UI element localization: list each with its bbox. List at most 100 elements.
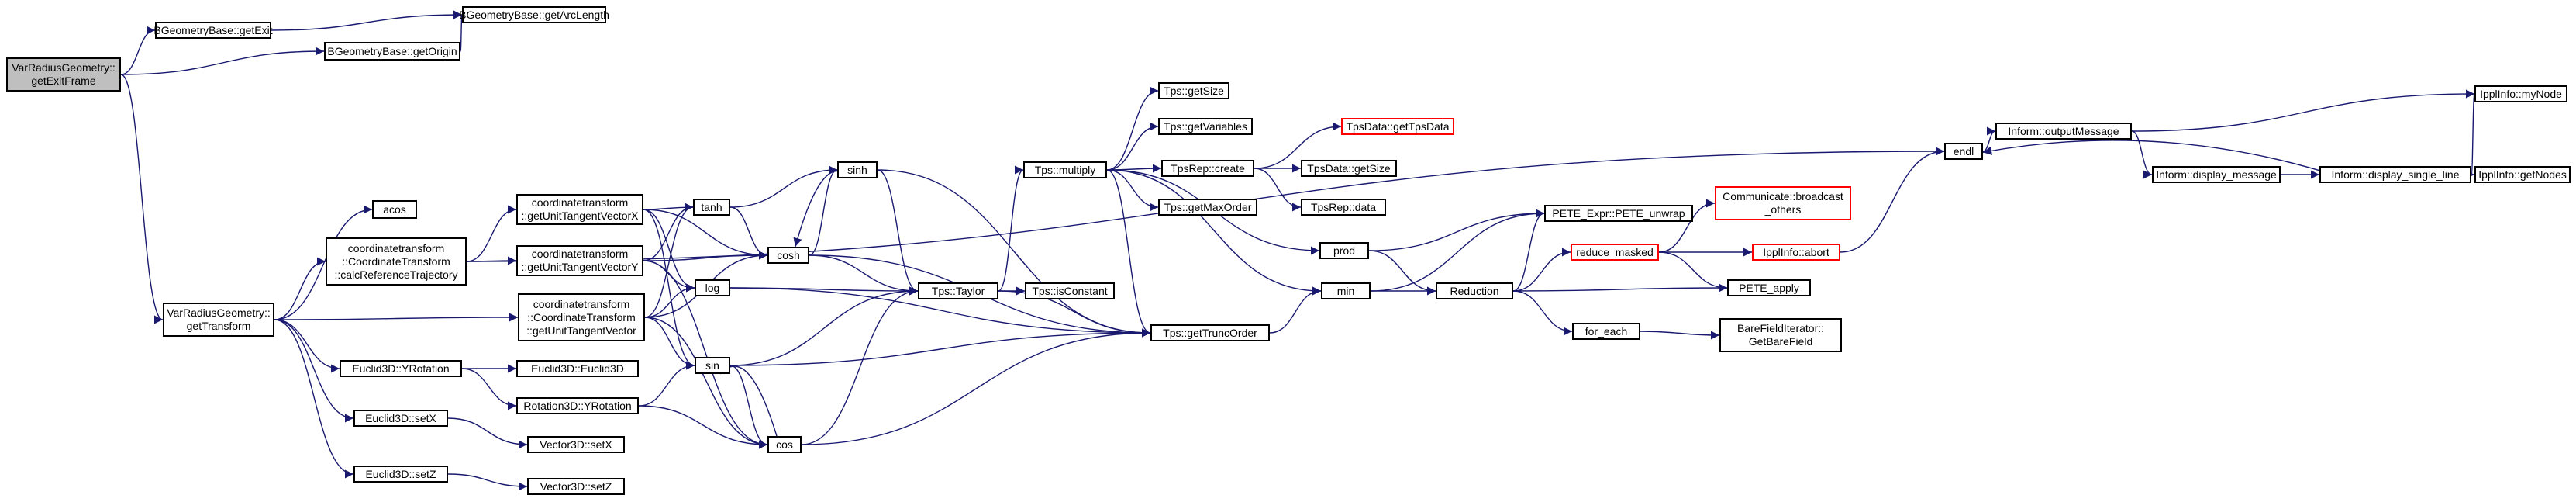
- node-root[interactable]: VarRadiusGeometry:: getExitFrame: [6, 57, 121, 92]
- call-edge: [1512, 209, 1545, 292]
- node-calcRef[interactable]: coordinatetransform ::CoordinateTransfor…: [326, 237, 467, 286]
- node-reduction[interactable]: Reduction: [1436, 282, 1513, 299]
- call-edge: [998, 165, 1024, 292]
- node-e3d-ctor[interactable]: Euclid3D::Euclid3D: [516, 360, 639, 377]
- call-edge: [801, 286, 919, 445]
- call-edge: [274, 257, 326, 320]
- call-edge: [1106, 169, 1322, 296]
- node-inform-single[interactable]: Inform::display_single_line: [2319, 166, 2471, 183]
- node-inform-out[interactable]: Inform::outputMessage: [1995, 123, 2132, 140]
- node-e3d-setZ[interactable]: Euclid3D::setZ: [353, 466, 448, 483]
- node-tpsdata-getTpsData[interactable]: TpsData::getTpsData: [1341, 118, 1454, 135]
- node-sin[interactable]: sin: [695, 357, 730, 374]
- node-bgb-getArc[interactable]: BGeometryBase::getArcLength: [459, 6, 609, 23]
- node-log[interactable]: log: [695, 279, 730, 296]
- call-edge: [998, 290, 1151, 338]
- node-tps-isConst[interactable]: Tps::isConstant: [1025, 282, 1115, 299]
- call-edge: [729, 286, 919, 366]
- call-edge: [447, 473, 528, 491]
- call-edge: [643, 251, 768, 261]
- node-tps-getMaxOrder[interactable]: Tps::getMaxOrder: [1158, 199, 1257, 216]
- call-edge: [809, 165, 838, 256]
- call-edge: [644, 317, 768, 449]
- call-edge: [1640, 331, 1720, 340]
- node-bgb-getExit[interactable]: BGeometryBase::getExit: [153, 22, 273, 39]
- call-edge: [2131, 89, 2475, 132]
- node-bgb-getOrigin[interactable]: BGeometryBase::getOrigin: [324, 42, 460, 61]
- call-edge: [729, 365, 768, 449]
- call-edge: [809, 254, 919, 296]
- call-edge: [1106, 169, 1151, 338]
- call-edge: [1106, 86, 1159, 171]
- node-tps-getVars[interactable]: Tps::getVariables: [1158, 118, 1253, 135]
- call-edge: [453, 10, 463, 52]
- node-tps-getTrunc[interactable]: Tps::getTruncOrder: [1150, 324, 1270, 341]
- call-edge: [120, 74, 164, 324]
- node-v3d-setZ[interactable]: Vector3D::setZ: [527, 478, 625, 495]
- node-tanh[interactable]: tanh: [693, 199, 730, 216]
- call-edge: [1982, 126, 1996, 152]
- node-e3d-setX[interactable]: Euclid3D::setX: [353, 410, 448, 427]
- call-edge: [274, 319, 340, 373]
- node-r3d-yrot[interactable]: Rotation3D::YRotation: [516, 397, 639, 414]
- call-edge: [1658, 251, 1728, 293]
- call-edge: [1982, 140, 2320, 171]
- node-comm-broadcast[interactable]: Communicate::broadcast _others: [1715, 186, 1851, 220]
- node-ippl-getNodes[interactable]: IpplInfo::getNodes: [2474, 166, 2571, 183]
- node-tps-taylor[interactable]: Tps::Taylor: [918, 282, 998, 299]
- node-acos[interactable]: acos: [372, 200, 417, 219]
- node-tpsrep-data[interactable]: TpsRep::data: [1301, 199, 1386, 216]
- call-edge: [644, 203, 694, 318]
- call-edge: [1106, 169, 1159, 212]
- node-reduce-masked[interactable]: reduce_masked: [1571, 244, 1659, 261]
- node-unitX[interactable]: coordinatetransform ::getUnitTangentVect…: [516, 194, 643, 225]
- call-edge: [1512, 290, 1573, 336]
- call-edge: [274, 319, 354, 423]
- node-tpsrep-create[interactable]: TpsRep::create: [1161, 160, 1254, 177]
- call-edge: [466, 205, 517, 262]
- call-edge: [1106, 122, 1159, 171]
- node-tps-getSize[interactable]: Tps::getSize: [1158, 82, 1229, 99]
- call-edge: [643, 209, 695, 293]
- node-pete-unwrap[interactable]: PETE_Expr::PETE_unwrap: [1544, 205, 1693, 222]
- call-edge: [461, 368, 517, 410]
- call-edge: [729, 287, 1151, 338]
- node-for-each[interactable]: for_each: [1572, 323, 1640, 340]
- call-edge: [729, 206, 768, 260]
- node-ippl-myNode[interactable]: IpplInfo::myNode: [2474, 85, 2567, 102]
- node-unitY[interactable]: coordinatetransform ::getUnitTangentVect…: [516, 245, 643, 276]
- call-edge: [1512, 283, 1728, 293]
- node-bfi-get[interactable]: BareFieldIterator:: GetBareField: [1719, 318, 1842, 352]
- node-e3d-yrot[interactable]: Euclid3D::YRotation: [340, 360, 462, 377]
- node-pete-apply[interactable]: PETE_apply: [1727, 279, 1811, 296]
- node-cosh[interactable]: cosh: [767, 247, 809, 264]
- node-v3d-setX[interactable]: Vector3D::setX: [527, 436, 625, 453]
- node-ippl-abort[interactable]: IpplInfo::abort: [1752, 244, 1840, 261]
- call-edge: [2131, 130, 2153, 179]
- node-cos[interactable]: cos: [767, 436, 802, 453]
- call-edge: [1840, 147, 1945, 253]
- node-tps-multiply[interactable]: Tps::multiply: [1023, 161, 1107, 178]
- call-edge: [1254, 122, 1342, 169]
- call-edge: [644, 317, 695, 370]
- node-prod[interactable]: prod: [1319, 242, 1369, 259]
- node-sinh[interactable]: sinh: [837, 161, 878, 178]
- call-edge: [643, 209, 695, 370]
- call-edge: [447, 417, 528, 449]
- call-edge: [801, 328, 1151, 445]
- node-min[interactable]: min: [1321, 282, 1371, 299]
- node-unitVec[interactable]: coordinatetransform ::CoordinateTransfor…: [518, 293, 645, 341]
- call-edge: [2465, 89, 2475, 175]
- call-edge: [643, 209, 768, 260]
- call-edge: [274, 313, 519, 322]
- call-edge: [729, 165, 838, 208]
- node-inform-disp[interactable]: Inform::display_message: [2152, 166, 2281, 183]
- call-edge: [1658, 199, 1716, 253]
- node-endl[interactable]: endl: [1944, 143, 1983, 160]
- node-tpsdata-getSize[interactable]: TpsData::getSize: [1301, 160, 1397, 177]
- call-edge: [643, 260, 768, 449]
- call-edge: [120, 47, 325, 75]
- node-vrg-getTransform[interactable]: VarRadiusGeometry:: getTransform: [163, 303, 274, 337]
